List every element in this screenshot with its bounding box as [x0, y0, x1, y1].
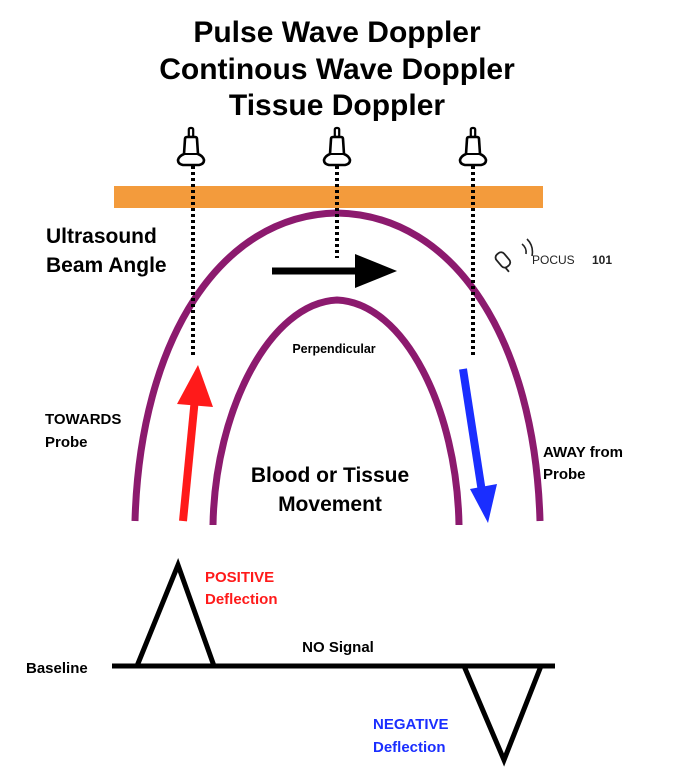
towards-label-line-1: TOWARDS	[45, 411, 121, 428]
negative-label-line-1: NEGATIVE	[373, 716, 449, 733]
inner-vessel-curve	[209, 296, 463, 526]
beam-angle-label-line-1: Ultrasound	[46, 225, 157, 248]
transducer-bar	[114, 186, 543, 208]
pocus101-probe-logo-icon	[494, 251, 512, 273]
away-arrow	[459, 368, 497, 523]
positive-deflection-peak	[134, 557, 217, 667]
probe-icon-left	[176, 126, 206, 167]
spectral-trace	[112, 557, 555, 767]
movement-label-line-2: Movement	[278, 493, 382, 516]
movement-label-line-1: Blood or Tissue	[251, 464, 409, 487]
title-line-1: Pulse Wave Doppler	[193, 16, 481, 49]
towards-label-line-2: Probe	[45, 434, 88, 451]
away-label-line-2: Probe	[543, 466, 586, 483]
away-label-line-1: AWAY from	[543, 444, 623, 461]
no-signal-label: NO Signal	[302, 639, 374, 656]
title-line-2: Continous Wave Doppler	[159, 53, 515, 86]
logo-number: 101	[592, 253, 612, 267]
logo-name: POCUS	[532, 253, 575, 267]
positive-label-line-1: POSITIVE	[205, 569, 274, 586]
outer-vessel-curve	[131, 209, 544, 522]
beam-angle-label-line-2: Beam Angle	[46, 254, 167, 277]
movement-arrow	[272, 254, 397, 288]
probe-icon-center	[322, 126, 352, 167]
towards-arrow	[177, 365, 213, 522]
title-line-3: Tissue Doppler	[229, 89, 445, 122]
perpendicular-label: Perpendicular	[292, 342, 375, 356]
negative-label-line-2: Deflection	[373, 739, 446, 756]
pocus101-logo: POCUS 101	[494, 238, 612, 273]
negative-deflection-peak	[461, 665, 544, 767]
positive-label-line-2: Deflection	[205, 591, 278, 608]
baseline-label: Baseline	[26, 660, 88, 677]
probe-icon-right	[458, 126, 488, 167]
